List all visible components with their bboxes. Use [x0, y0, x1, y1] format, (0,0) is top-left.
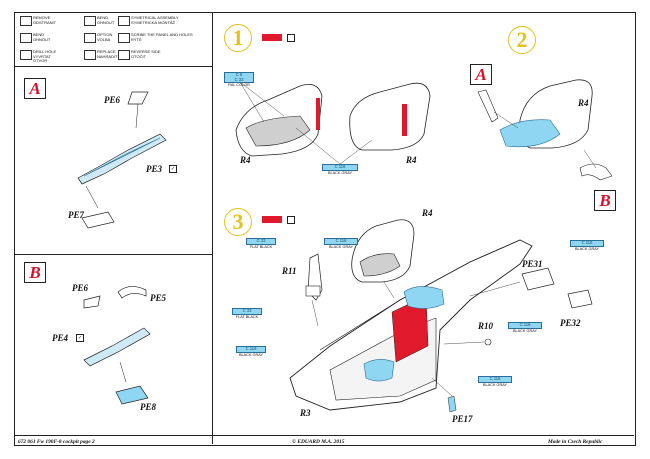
paint-callout-1: C 6 C 33 RAL COLOR — [224, 72, 254, 87]
paint-callout-2: C 116 BLACK GRAY — [322, 164, 358, 175]
page-frame — [14, 12, 636, 446]
reverse-icon — [118, 50, 130, 60]
paint-name: BLACK GRAY — [575, 246, 599, 251]
footer-right: Made in Czech Republic — [548, 439, 603, 445]
paint-name: BLACK GRAY — [328, 170, 352, 175]
drill-icon — [20, 50, 32, 60]
step-1-marker — [287, 34, 295, 42]
paint-code: C 116 — [570, 240, 604, 247]
part-label-r4-3: R4 — [578, 98, 589, 108]
legend-text: DRILL HOLE VYVRTAT OTVOR — [33, 49, 57, 63]
step-1-color-chip — [262, 34, 282, 41]
paint-code: C 33 — [232, 308, 262, 315]
legend-text: BEND OHNOUT — [33, 32, 51, 42]
part-label-r11: R11 — [282, 266, 297, 276]
step-1-badge: 1 — [224, 24, 252, 52]
part-label-pe3: PE3 — [146, 164, 163, 174]
paint-callout-8: C 116 BLACK GRAY — [508, 322, 542, 333]
option-icon — [84, 33, 96, 43]
footer-center: © EDUARD M.A. 2015 — [292, 439, 345, 445]
step-3-marker — [287, 216, 295, 224]
paint-name: BLACK GRAY — [239, 352, 263, 357]
part-label-pe32: PE32 — [560, 318, 581, 328]
paint-code: C 116 — [508, 322, 542, 329]
legend-text: REMOVE ODSTRANIT — [33, 15, 57, 25]
remove-icon — [20, 16, 32, 26]
legend-text: REVERSE SIDE OTOČIT — [131, 49, 161, 59]
part-label-pe8: PE8 — [140, 402, 157, 412]
legend-text: BEND OHNOUT — [97, 15, 115, 25]
paint-name: BLACK GRAY — [329, 244, 353, 249]
paint-callout-3: C 33 FLAT BLACK — [246, 238, 276, 249]
paint-name: BLACK GRAY — [513, 328, 537, 333]
legend-text: REPLACE NAHRADIT — [97, 49, 118, 59]
section-b-label: B — [24, 262, 46, 283]
bend-icon — [84, 16, 96, 26]
bend-option-icon — [20, 33, 32, 43]
paint-callout-6: C 33 FLAT BLACK — [232, 308, 262, 319]
part-label-r4-2: R4 — [406, 155, 417, 165]
legend-text: SYMETRICAL ASSEMBLY SYMETRICKÁ MONTÁŽ — [131, 15, 179, 25]
legend-divider — [14, 66, 212, 67]
paint-name: FLAT BLACK — [235, 314, 259, 319]
replace-icon — [84, 50, 96, 60]
part-label-pe4: PE4 — [52, 333, 69, 343]
part-label-pe7: PE7 — [68, 210, 85, 220]
paint-name: FLAT BLACK — [249, 244, 273, 249]
step-3-badge: 3 — [224, 208, 252, 236]
symmetrical-icon — [118, 16, 130, 26]
legend-text: OPTION VOLBA — [97, 32, 113, 42]
paint-code: C 6 C 33 — [224, 72, 254, 84]
footer-left: 672 061 Fw 190F-8 cockpit page 2 — [18, 439, 95, 445]
part-label-pe17: PE17 — [452, 414, 473, 424]
legend-text: SCRIBE THE PANEL AND HOLES RÝTÉ — [131, 32, 193, 42]
paint-code: C 116 — [478, 376, 512, 383]
step2-b-label: B — [594, 190, 616, 211]
paint-callout-9: C 116 BLACK GRAY — [478, 376, 512, 387]
step-2-badge: 2 — [508, 26, 536, 54]
section-divider — [14, 254, 212, 255]
paint-code: C 116 — [322, 164, 358, 171]
pe4-bend-icon: ✓ — [76, 334, 84, 342]
step-3-color-chip — [262, 216, 282, 223]
paint-name: BLACK GRAY — [483, 382, 507, 387]
paint-callout-4: C 116 BLACK GRAY — [324, 238, 358, 249]
paint-name: RAL COLOR — [228, 83, 250, 88]
scribe-icon — [118, 33, 130, 43]
part-label-r3: R3 — [300, 408, 311, 418]
section-a-label: A — [24, 78, 46, 99]
paint-code: C 116 — [324, 238, 358, 245]
step2-a-label: A — [470, 64, 492, 85]
part-label-pe31: PE31 — [522, 259, 543, 269]
part-label-r4-1: R4 — [240, 155, 251, 165]
column-divider — [212, 12, 213, 444]
part-label-pe6-b: PE6 — [72, 283, 89, 293]
paint-callout-7: C 116 BLACK GRAY — [236, 346, 266, 357]
part-label-r4-4: R4 — [422, 208, 433, 218]
part-label-r10: R10 — [478, 321, 494, 331]
part-label-pe6-a: PE6 — [104, 95, 121, 105]
paint-code: C 116 — [236, 346, 266, 353]
pe3-bend-icon: ✓ — [169, 165, 177, 173]
paint-callout-5: C 116 BLACK GRAY — [570, 240, 604, 251]
paint-code: C 33 — [246, 238, 276, 245]
part-label-pe5: PE5 — [150, 293, 167, 303]
footer-divider — [14, 435, 634, 436]
